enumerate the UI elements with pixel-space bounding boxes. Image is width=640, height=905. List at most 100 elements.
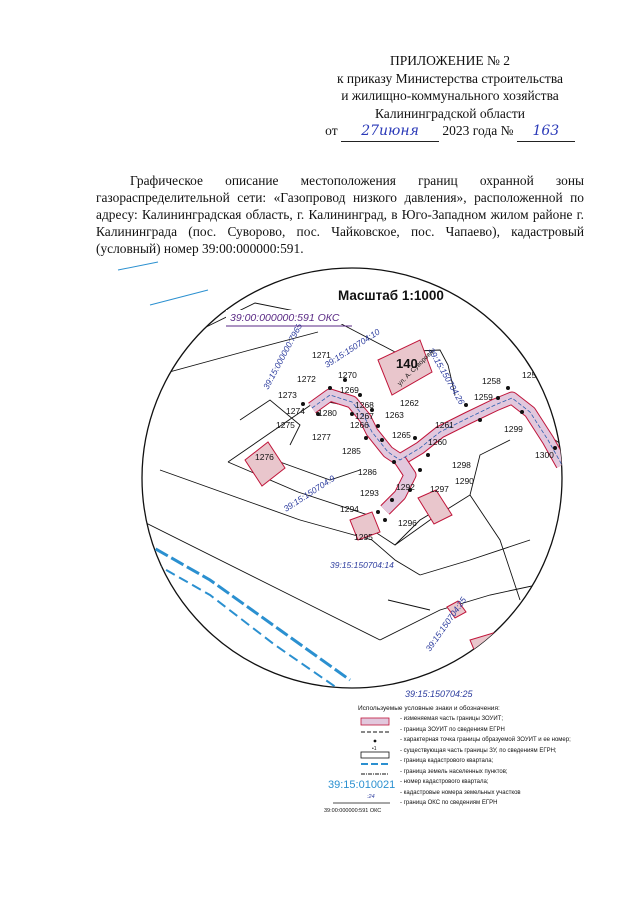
- boundary-point: [343, 378, 347, 382]
- boundary-point: [376, 424, 380, 428]
- legend-quarter-sample: 39:15:010021: [328, 779, 395, 791]
- boundary-point: [350, 412, 354, 416]
- legend-point-sample: •1: [372, 746, 377, 752]
- boundary-point: [358, 393, 362, 397]
- appendix-date-line: от 27июня 2023 года № 163: [300, 122, 600, 142]
- point-label: 1266: [350, 420, 369, 430]
- quarter-boundary: [142, 538, 351, 682]
- boundary-point: [418, 468, 422, 472]
- point-label: 1259: [474, 392, 493, 402]
- boundary-point: [426, 453, 430, 457]
- building: [417, 489, 453, 525]
- point-label: 1256: [522, 370, 541, 380]
- point-label: 1271: [312, 350, 331, 360]
- legend-point-symbol: [373, 739, 377, 743]
- boundary-point: [370, 408, 374, 412]
- boundary-point: [328, 386, 332, 390]
- legend-item: - граница земель населенных пунктов;: [400, 768, 508, 775]
- point-label: 1298: [452, 460, 471, 470]
- legend-title: Используемые условные знаки и обозначени…: [358, 705, 500, 712]
- year-text: 2023 года №: [442, 123, 514, 138]
- appendix-title: ПРИЛОЖЕНИЕ № 2: [389, 53, 511, 68]
- oks-label: 39:00:000000:591 ОКС: [230, 312, 340, 324]
- point-label: 1299: [504, 424, 523, 434]
- point-label: 1275: [276, 420, 295, 430]
- boundary-point: [506, 386, 510, 390]
- point-label: 1277: [312, 432, 331, 442]
- boundary-point: [496, 396, 500, 400]
- point-label: 1300: [535, 450, 554, 460]
- quarter-boundary-line: [117, 261, 159, 271]
- point-label: 1267: [355, 411, 374, 421]
- point-label: 1260: [428, 437, 447, 447]
- quarter-boundary-2: [142, 554, 341, 688]
- boundary-point: [301, 402, 305, 406]
- oks-label-bg: [226, 310, 356, 324]
- below-parcel-label: 39:15:150704:25: [405, 689, 474, 699]
- legend-item: - существующая часть границы ЗУ, по свед…: [400, 747, 557, 754]
- point-label: 1265: [392, 430, 411, 440]
- legend-symbols: •1 39:15:010021 :24 39:00:000000:591 ОКС: [324, 717, 395, 814]
- point-label: 1295: [354, 532, 373, 542]
- protected-zone-branch: [381, 456, 416, 514]
- legend-item: - граница ЗОУИТ по сведениям ЕГРН: [400, 726, 505, 733]
- boundary-point: [316, 412, 320, 416]
- legend-item: - кадастровые номера земельных участков: [400, 789, 521, 796]
- parcel-label: 39:15:150704:14: [330, 560, 394, 570]
- description: Графическое описание местоположения гран…: [96, 172, 584, 257]
- map-frame: [141, 267, 563, 689]
- legend-zone-symbol: [360, 717, 390, 726]
- point-label: 1292: [396, 482, 415, 492]
- building: [349, 511, 381, 541]
- point-label: 1272: [297, 374, 316, 384]
- point-label: 1296: [398, 518, 417, 528]
- building-140: [377, 339, 433, 396]
- boundary-point: [383, 518, 387, 522]
- boundary-point: [478, 418, 482, 422]
- legend-oks-sample: 39:00:000000:591 ОКС: [324, 808, 381, 814]
- point-label: 1262: [400, 398, 419, 408]
- legend-item: - граница ОКС по сведениям ЕГРН: [400, 800, 498, 806]
- boundary-point: [408, 488, 412, 492]
- point-label: 1270: [338, 370, 357, 380]
- point-label: 1297: [430, 484, 449, 494]
- boundary-point: [390, 498, 394, 502]
- handwritten-number: 163: [516, 123, 575, 142]
- boundary-point: [464, 403, 468, 407]
- legend-parcel-symbol: [360, 751, 390, 759]
- building-number: 140: [396, 356, 418, 371]
- appendix-line-3: Калининградской области: [374, 105, 526, 121]
- building: [446, 600, 467, 619]
- boundary-point: [553, 446, 557, 450]
- legend: Используемые условные знаки и обозначени…: [358, 705, 618, 809]
- boundary-points: [301, 378, 557, 522]
- description-text: Графическое описание местоположения гран…: [96, 173, 584, 256]
- parcel-label: 39:15:150704:9: [282, 473, 337, 514]
- boundary-point: [392, 460, 396, 464]
- point-label: 1269: [340, 385, 359, 395]
- point-labels: 1271 1272 1270 1273 1269 1268 1267 1266 …: [255, 350, 554, 542]
- quarter-boundary-line: [149, 289, 209, 306]
- legend-item: - номер кадастрового квартала;: [400, 779, 489, 785]
- point-label: 1280: [318, 408, 337, 418]
- building: [244, 441, 286, 487]
- point-label: 1286: [358, 467, 377, 477]
- point-label: 1258: [482, 376, 501, 386]
- appendix-header: ПРИЛОЖЕНИЕ № 2 к приказу Министерства ст…: [300, 52, 600, 142]
- map-scale: Масштаб 1:1000: [338, 288, 444, 303]
- point-label: 1293: [360, 488, 379, 498]
- boundary-point: [364, 436, 368, 440]
- building: [469, 624, 541, 688]
- legend-item: - характерная точка границы образуемой З…: [400, 737, 571, 743]
- boundary-point: [376, 510, 380, 514]
- date-prefix: от: [325, 123, 338, 138]
- boundary-point: [520, 410, 524, 414]
- point-label: 1261: [435, 420, 454, 430]
- point-label: 1273: [278, 390, 297, 400]
- pipeline-axis: [311, 394, 562, 466]
- appendix-line-2: и жилищно-коммунального хозяйства: [341, 88, 559, 103]
- legend-item: - граница кадастрового квартала;: [400, 758, 494, 764]
- parcel-label: 39:15:150704:25: [423, 595, 468, 653]
- appendix-line-1: к приказу Министерства строительства: [336, 70, 564, 86]
